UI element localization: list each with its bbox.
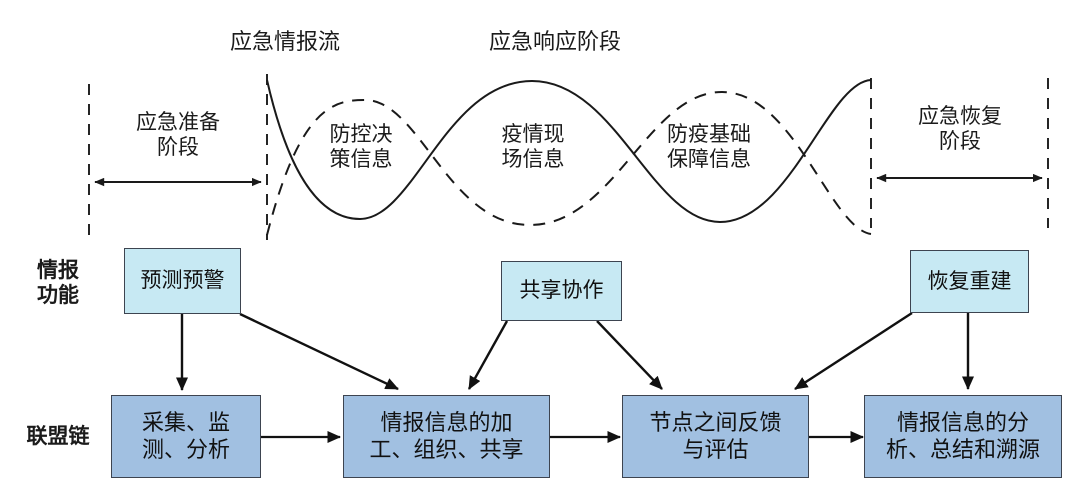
information-flow-wave-dashed bbox=[266, 90, 872, 236]
row-label-intel-function: 情报 功能 bbox=[37, 258, 79, 307]
wave-segment-label-2: 疫情现 场信息 bbox=[501, 122, 565, 171]
chain-box-node-feedback-evaluate[interactable]: 节点之间反馈 与评估 bbox=[622, 395, 809, 478]
information-flow-wave-solid bbox=[266, 79, 872, 224]
connector-fb2-to-cb2 bbox=[467, 320, 509, 390]
function-box-forecast-warning[interactable]: 预测预警 bbox=[124, 248, 241, 314]
title-emergency-response-phase: 应急响应阶段 bbox=[488, 29, 621, 54]
wave-segment-label-1: 防控决 策信息 bbox=[329, 122, 393, 171]
phase-label-prepare: 应急准备 阶段 bbox=[136, 110, 220, 159]
function-box-recovery-rebuild[interactable]: 恢复重建 bbox=[910, 250, 1029, 313]
chain-box-analyze-summarize-trace[interactable]: 情报信息的分 析、总结和溯源 bbox=[864, 395, 1062, 478]
phase-label-recover: 应急恢复 阶段 bbox=[918, 104, 1002, 153]
connector-fb2-to-cb3 bbox=[596, 320, 663, 390]
function-box-share-collaborate[interactable]: 共享协作 bbox=[501, 261, 622, 321]
chain-box-collect-monitor-analyze[interactable]: 采集、监 测、分析 bbox=[111, 395, 261, 478]
chain-box-process-organize-share[interactable]: 情报信息的加 工、组织、共享 bbox=[343, 395, 550, 478]
wave-segment-label-3: 防疫基础 保障信息 bbox=[667, 122, 751, 171]
phase-boundary-rules bbox=[88, 74, 1049, 240]
connector-fb1-to-cb2 bbox=[239, 312, 399, 391]
row-label-consortium-chain: 联盟链 bbox=[26, 424, 90, 448]
connector-fb3-to-cb3 bbox=[794, 311, 913, 391]
title-emergency-intel-flow: 应急情报流 bbox=[229, 29, 340, 54]
